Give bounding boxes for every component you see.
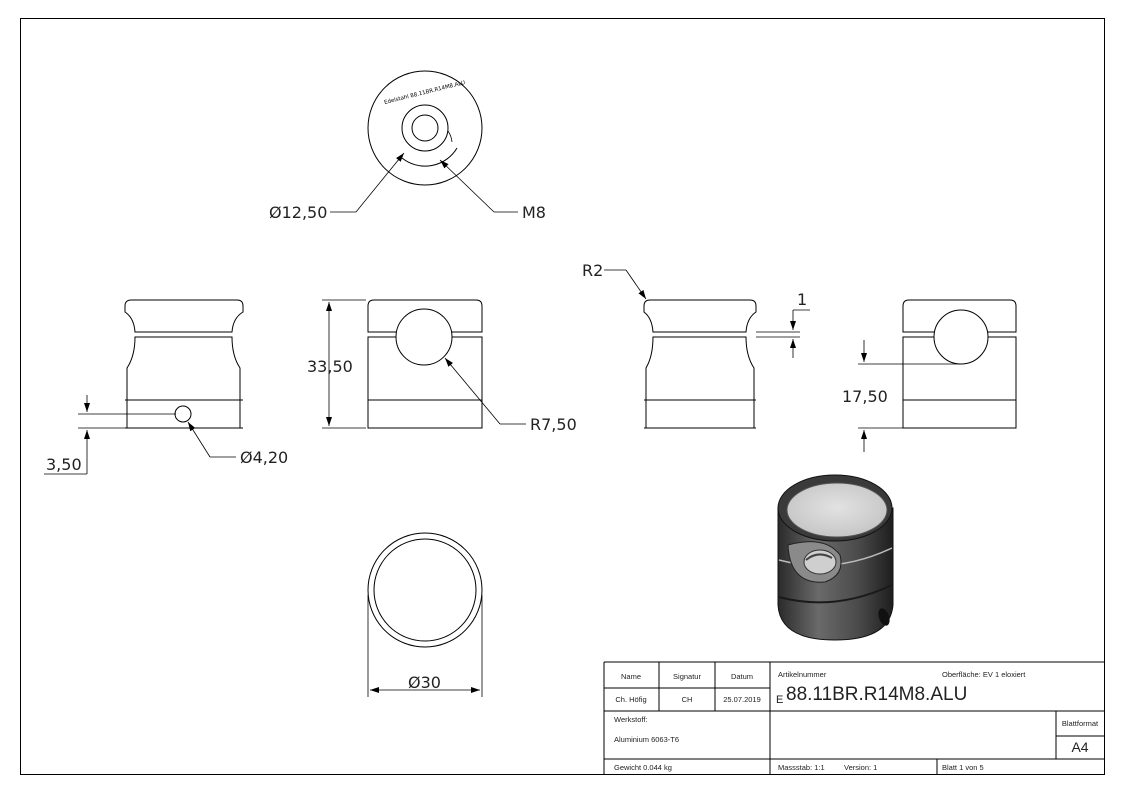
tb-name: Ch. Höfig: [615, 695, 646, 704]
dim-dia-top: Ø12,50: [269, 203, 327, 222]
dim-groove: 1: [797, 290, 807, 309]
tb-surface: Oberfläche: EV 1 eloxiert: [942, 670, 1026, 679]
dim-dia-outer: Ø30: [408, 673, 441, 692]
dim-height-total: 33,50: [307, 357, 353, 376]
dim-height-hole: 17,50: [842, 387, 888, 406]
tb-material: Aluminium 6063-T6: [614, 735, 679, 744]
tb-format-label: Blattformat: [1062, 719, 1099, 728]
tb-scale: Massstab: 1:1: [778, 763, 825, 772]
tb-signature: CH: [682, 695, 693, 704]
tb-material-label: Werkstoff:: [614, 715, 647, 724]
tb-format: A4: [1071, 739, 1088, 755]
engraving-text: Edelstahl 88.11BR.R14M8.ALU: [384, 80, 466, 106]
tb-article-number: 88.11BR.R14M8.ALU: [786, 684, 967, 705]
dim-radius-edge: R2: [582, 261, 603, 280]
bottom-view: Ø30: [367, 532, 483, 697]
tb-article-prefix: E: [776, 694, 783, 706]
tb-date: 25.07.2019: [723, 695, 761, 704]
dim-hole-dia: Ø4,20: [240, 448, 288, 467]
dim-radius-slot: R7,50: [530, 415, 577, 434]
tb-col-date: Datum: [731, 672, 753, 681]
tb-sheet: Blatt 1 von 5: [942, 763, 984, 772]
front-view-slot: 33,50 R7,50: [307, 299, 577, 434]
sheet-border: [20, 18, 1105, 775]
tb-col-signature: Signatur: [673, 672, 701, 681]
title-block: Name Signatur Datum Ch. Höfig CH 25.07.2…: [603, 661, 1104, 775]
side-view: R2 1: [582, 261, 810, 429]
tb-version: Version: 1: [844, 763, 877, 772]
front-view-left: 3,50 Ø4,20: [44, 299, 288, 475]
dim-thread: M8: [522, 203, 546, 222]
tb-col-name: Name: [621, 672, 641, 681]
top-view: Edelstahl 88.11BR.R14M8.ALU Ø12,50 M8: [269, 70, 546, 222]
right-view: 17,50: [842, 299, 1017, 452]
tb-article-label: Artikelnummer: [778, 670, 827, 679]
dim-hole-offset: 3,50: [46, 455, 82, 474]
tb-weight: Gewicht 0.044 kg: [614, 763, 672, 772]
isometric-view: [777, 474, 894, 641]
